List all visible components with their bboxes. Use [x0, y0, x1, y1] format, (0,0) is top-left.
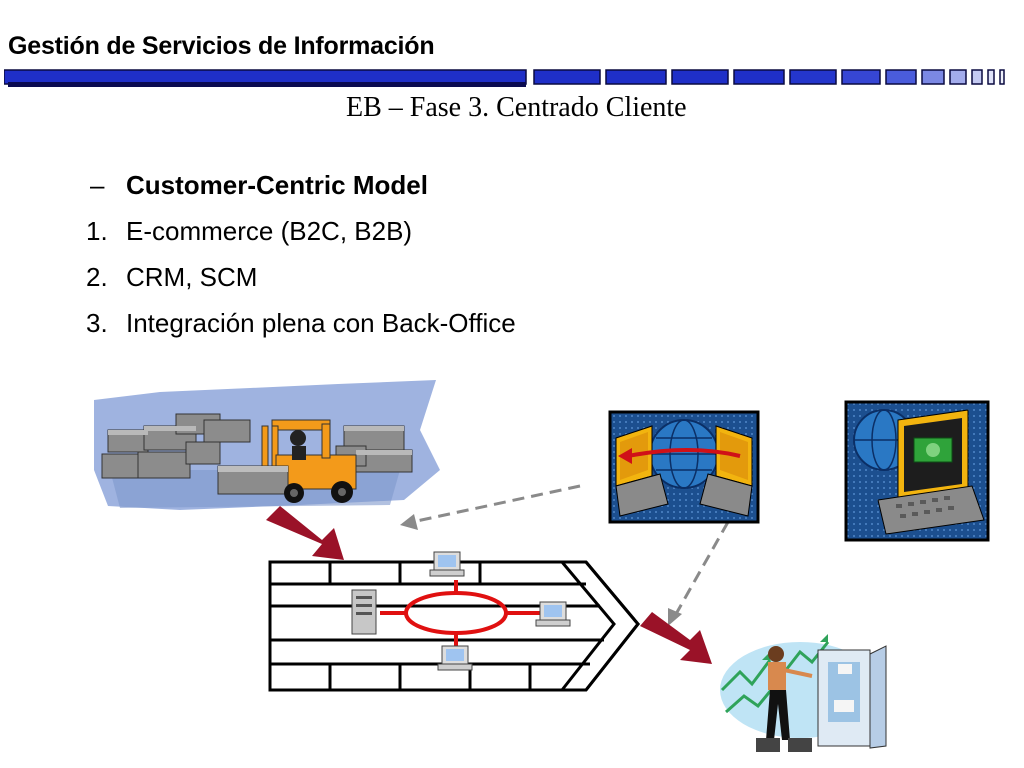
computer-money-icon	[844, 400, 990, 542]
customer-door-icon	[720, 634, 887, 752]
flow-arrow-out	[640, 612, 712, 664]
list-item-text: Customer-Centric Model	[126, 170, 428, 200]
laptop-icon-bottom	[437, 645, 473, 671]
business-flow-diagram	[94, 380, 990, 752]
dashed-arrow-to-customer	[668, 521, 730, 626]
dashed-arrow-to-hub	[400, 484, 581, 530]
forklift	[217, 419, 357, 503]
list-marker: 2.	[86, 262, 108, 292]
list-marker: –	[90, 170, 105, 200]
slide-title: EB – Fase 3. Centrado Cliente	[346, 92, 687, 123]
forklift-warehouse-icon	[94, 380, 440, 510]
list-item-text: CRM, SCM	[126, 262, 258, 292]
computers-globe-icon	[608, 410, 760, 524]
presentation-header-title: Gestión de Servicios de Información	[8, 32, 435, 60]
laptop-icon-right	[535, 601, 571, 627]
header-decorative-bar	[4, 69, 1005, 87]
list-marker: 3.	[86, 308, 108, 338]
enterprise-network-icon	[268, 551, 640, 692]
laptop-icon-top	[429, 551, 465, 577]
list-marker: 1.	[86, 216, 108, 246]
server-icon	[351, 589, 377, 635]
list-item-text: E-commerce (B2C, B2B)	[126, 216, 413, 246]
list-item-text: Integración plena con Back-Office	[126, 308, 516, 338]
flow-arrow-in	[266, 506, 344, 560]
